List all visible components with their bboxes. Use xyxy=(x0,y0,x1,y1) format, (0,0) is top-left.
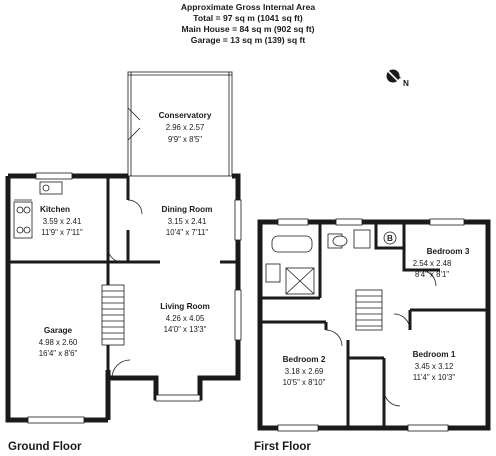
garage-metric: 4.98 x 2.60 xyxy=(39,338,78,347)
ground-stairs xyxy=(101,284,125,346)
area-garage: Garage = 13 sq m (139) sq ft xyxy=(190,35,306,45)
boiler-cupboard-icon xyxy=(383,231,397,245)
kitchen-metric: 3.59 x 2.41 xyxy=(43,217,82,226)
bath-icon xyxy=(271,235,313,253)
basin-icon xyxy=(265,263,281,283)
bedroom1-name: Bedroom 1 xyxy=(413,350,456,359)
area-title: Approximate Gross Internal Area xyxy=(180,2,316,12)
dining-room-metric: 3.15 x 2.41 xyxy=(168,217,207,226)
area-summary: Approximate Gross Internal Area Total = … xyxy=(0,2,496,46)
cupboard-label: B xyxy=(387,234,393,243)
garage-imperial: 16'4" x 8'6" xyxy=(39,349,78,358)
bedroom3-metric: 2.54 x 2.48 xyxy=(413,259,452,268)
ground-floor-label: Ground Floor xyxy=(8,441,82,453)
dining-room-name: Dining Room xyxy=(162,205,213,214)
area-total: Total = 97 sq m (1041 sq ft) xyxy=(193,13,303,23)
first-floor-label: First Floor xyxy=(254,441,311,453)
north-label: N xyxy=(403,79,409,88)
north-arrow-icon: N xyxy=(386,69,409,88)
dining-room-imperial: 10'4" x 7'11" xyxy=(166,228,208,237)
area-main-house: Main House = 84 sq m (902 sq ft) xyxy=(181,24,315,34)
first-floor-plan: B Bedroom 3 2.54 x 2.48 8'4" x 8'1" Bedr… xyxy=(257,218,491,432)
kitchen-imperial: 11'9" x 7'11" xyxy=(41,228,83,237)
bedroom3-imperial: 8'4" x 8'1" xyxy=(415,270,449,279)
conservatory-metric: 2.96 x 2.57 xyxy=(166,123,205,132)
hob-icon xyxy=(13,201,33,239)
bedroom2-name: Bedroom 2 xyxy=(283,355,326,364)
conservatory-outline xyxy=(127,71,233,177)
bedroom1-imperial: 11'4" x 10'3" xyxy=(413,373,455,382)
conservatory-name: Conservatory xyxy=(159,111,212,120)
bedroom2-metric: 3.18 x 2.69 xyxy=(285,367,324,376)
conservatory-imperial: 9'9" x 8'5" xyxy=(168,135,202,144)
first-stairs xyxy=(355,289,383,331)
bedroom2-imperial: 10'5" x 8'10" xyxy=(283,378,326,387)
living-room-imperial: 14'0" x 13'3" xyxy=(164,325,207,334)
bedroom1-metric: 3.45 x 3.12 xyxy=(415,362,454,371)
bedroom3-name: Bedroom 3 xyxy=(427,247,470,256)
living-room-name: Living Room xyxy=(160,302,210,311)
kitchen-name: Kitchen xyxy=(40,205,70,214)
living-room-metric: 4.26 x 4.05 xyxy=(166,314,205,323)
garage-name: Garage xyxy=(44,326,73,335)
ground-floor-plan: Conservatory 2.96 x 2.57 9'9" x 8'5" Kit… xyxy=(5,71,242,424)
sink2-icon xyxy=(353,229,371,249)
